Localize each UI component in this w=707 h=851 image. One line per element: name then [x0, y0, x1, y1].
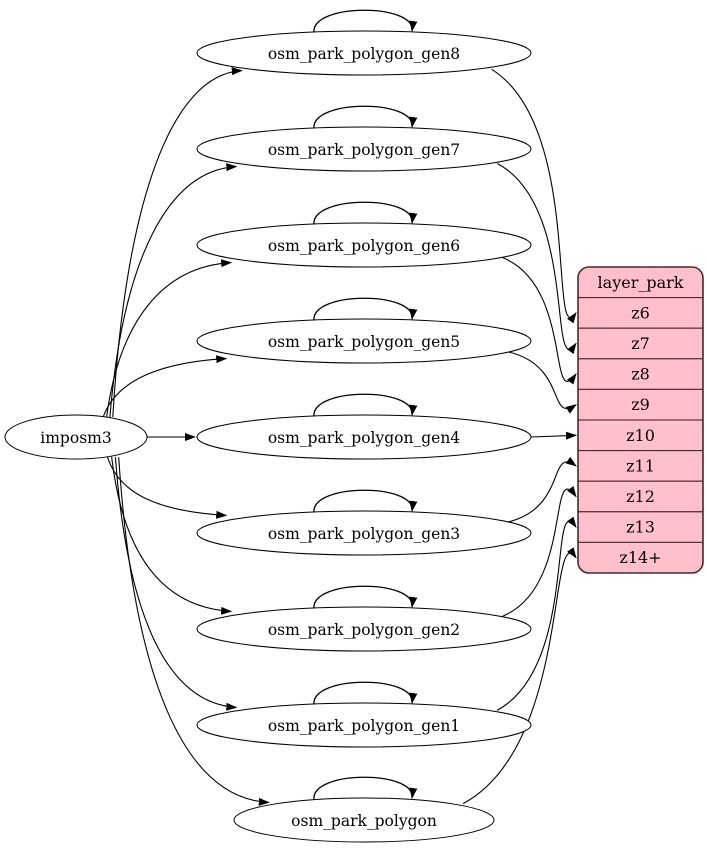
node-gen8[interactable]: osm_park_polygon_gen8 — [196, 30, 532, 76]
edge-imposm3-to-gen8 — [112, 67, 243, 417]
self-loop-edges-layer — [313, 9, 418, 801]
table-row-z7[interactable] — [578, 327, 703, 360]
node-label: osm_park_polygon — [291, 812, 437, 830]
node-ellipse — [233, 797, 495, 843]
node-ellipse — [196, 702, 532, 748]
layer-park-table: layer_park z6 z7 z8 z9 z10 z11 z12 z13 z14+ — [577, 266, 704, 574]
edge-imposm3-to-gen7 — [109, 163, 238, 418]
node-ellipse — [196, 414, 532, 460]
edge-imposm3-to-gen2 — [111, 456, 233, 615]
table-row-label: z8 — [631, 365, 650, 384]
node-label: osm_park_polygon_gen3 — [268, 525, 460, 543]
node-label: imposm3 — [40, 429, 111, 447]
table-cells: layer_park z6 z7 z8 z9 z10 z11 z12 z13 z14+ — [578, 267, 703, 573]
table-row-z12[interactable] — [578, 480, 703, 513]
table-row-label: z9 — [631, 395, 650, 414]
edge-gen5-to-z9 — [508, 351, 577, 414]
edge-gen3-to-z11 — [508, 456, 577, 523]
edge-gen1-to-z13 — [496, 516, 577, 711]
edge-imposm3-to-gen6 — [106, 259, 233, 418]
node-gen3[interactable]: osm_park_polygon_gen3 — [196, 510, 532, 556]
table-row-label: z7 — [631, 334, 650, 353]
self-loop-edge-gen1 — [313, 681, 418, 706]
node-gen5[interactable]: osm_park_polygon_gen5 — [196, 318, 532, 364]
table-row-z10[interactable] — [578, 419, 703, 452]
edge-gen6-to-z8 — [502, 257, 577, 385]
edge-gen4-to-z10 — [530, 431, 577, 440]
table-row-label: z6 — [631, 303, 650, 322]
node-gen6[interactable]: osm_park_polygon_gen6 — [196, 222, 532, 268]
edge-gen8-to-z6 — [491, 68, 577, 324]
table-row-z14+[interactable] — [578, 541, 703, 573]
table-row-z9[interactable] — [578, 388, 703, 421]
node-label: osm_park_polygon_gen5 — [268, 333, 460, 351]
node-ellipse — [196, 30, 532, 76]
self-loop-edge-base — [313, 776, 418, 801]
node-base[interactable]: osm_park_polygon — [233, 797, 495, 843]
node-label: osm_park_polygon_gen8 — [268, 45, 460, 63]
edge-imposm3-to-gen1 — [114, 456, 238, 711]
node-label: osm_park_polygon_gen6 — [268, 237, 460, 255]
node-label: osm_park_polygon_gen4 — [268, 429, 460, 447]
node-gen4[interactable]: osm_park_polygon_gen4 — [196, 414, 532, 460]
node-gen2[interactable]: osm_park_polygon_gen2 — [196, 606, 532, 652]
self-loop-edge-gen4 — [313, 393, 418, 418]
node-ellipse — [196, 510, 532, 556]
edge-base-to-z14+ — [462, 547, 577, 805]
table-row-label: z13 — [626, 518, 655, 537]
node-imposm3[interactable]: imposm3 — [4, 414, 148, 460]
node-ellipse — [196, 126, 532, 172]
nodes-layer: imposm3 osm_park_polygon_gen8 osm_park_pol… — [4, 30, 532, 843]
self-loop-edge-gen5 — [313, 297, 418, 322]
edge-gen7-to-z7 — [497, 163, 577, 354]
self-loop-edge-gen6 — [313, 201, 418, 226]
table-header-label: layer_park — [598, 273, 684, 292]
table-row-label: z11 — [626, 456, 655, 475]
table-row-label: z12 — [626, 487, 655, 506]
node-ellipse — [196, 318, 532, 364]
node-ellipse — [4, 414, 148, 460]
self-loop-edge-gen2 — [313, 585, 418, 610]
table-row-z11[interactable] — [578, 450, 703, 482]
edges-layer — [102, 67, 577, 806]
node-gen1[interactable]: osm_park_polygon_gen1 — [196, 702, 532, 748]
self-loop-edge-gen3 — [313, 489, 418, 514]
edge-gen2-to-z12 — [502, 486, 577, 617]
self-loop-edge-gen7 — [313, 105, 418, 130]
table-row-label: z14+ — [619, 548, 661, 567]
table-outline — [577, 266, 704, 574]
node-ellipse — [196, 606, 532, 652]
node-label: osm_park_polygon_gen7 — [268, 141, 460, 159]
node-label: osm_park_polygon_gen1 — [268, 717, 460, 735]
table-row-z13[interactable] — [578, 511, 703, 543]
node-label: osm_park_polygon_gen2 — [268, 621, 460, 639]
edge-imposm3-to-gen3 — [106, 456, 228, 519]
edge-imposm3-to-base — [118, 457, 270, 806]
self-loop-edge-gen8 — [313, 9, 418, 34]
table-row-label: z10 — [626, 426, 655, 445]
edge-imposm3-to-gen5 — [102, 355, 228, 418]
node-ellipse — [196, 222, 532, 268]
node-gen7[interactable]: osm_park_polygon_gen7 — [196, 126, 532, 172]
